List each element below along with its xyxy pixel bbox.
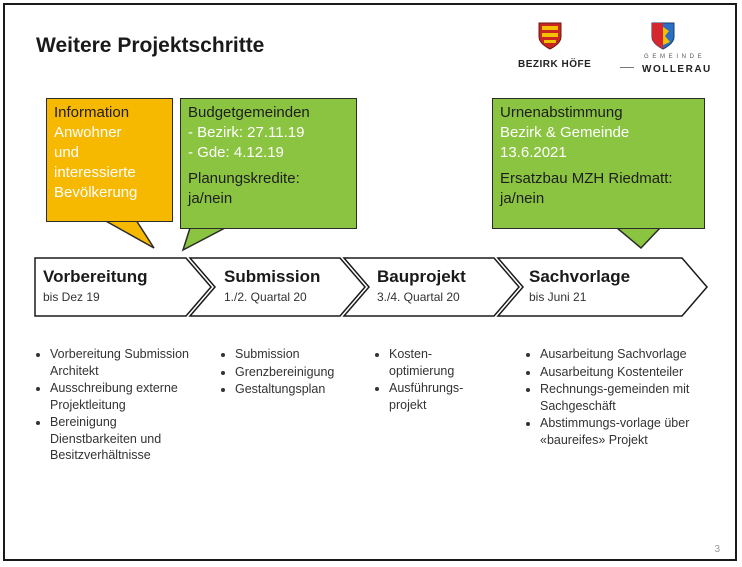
bezirk-hoefe-label: BEZIRK HÖFE <box>518 59 592 70</box>
slide-title: Weitere Projektschritte <box>36 34 265 57</box>
urne-callout-line: Bezirk & Gemeinde <box>500 124 630 141</box>
list-item: Bereinigung Dienstbarkeiten und Besitzve… <box>50 414 202 464</box>
info-callout-line: interessierte <box>54 164 136 181</box>
chevron-bauprojekt <box>342 257 520 317</box>
wollerau-crest-icon <box>651 22 675 50</box>
list-item: Kosten-optimierung <box>389 346 489 379</box>
bullets-bauprojekt: Kosten-optimierung Ausführungs-projekt <box>375 346 489 414</box>
step-title: Sachvorlage <box>529 267 631 286</box>
info-callout-line: Bevölkerung <box>54 184 138 201</box>
step-submission: Submission 1./2. Quartal 20 <box>224 267 320 304</box>
step-title: Vorbereitung <box>43 267 148 286</box>
step-subtitle: bis Juni 21 <box>529 290 587 304</box>
info-callout-line: und <box>54 144 80 161</box>
urne-callout: Urnenabstimmung Bezirk & Gemeinde 13.6.2… <box>492 98 705 229</box>
step-vorbereitung: Vorbereitung bis Dez 19 <box>43 267 148 304</box>
budget-callout-line: - Bezirk: 27.11.19 <box>188 124 305 141</box>
chevron-sachvorlage <box>496 257 708 317</box>
wollerau-gemeinde-label: G E M E I N D E <box>644 54 703 60</box>
step-bauprojekt: Bauprojekt 3./4. Quartal 20 <box>377 267 466 304</box>
list-item: Vorbereitung Submission Architekt <box>50 346 202 379</box>
slide-frame <box>3 3 737 561</box>
urne-callout-line: ja/nein <box>500 190 545 207</box>
bullets-vorbereitung: Vorbereitung Submission Architekt Aussch… <box>36 346 202 465</box>
step-title: Bauprojekt <box>377 267 466 286</box>
list-item: Gestaltungsplan <box>235 381 381 398</box>
chevron-submission <box>188 257 366 317</box>
step-subtitle: 1./2. Quartal 20 <box>224 290 307 304</box>
budget-callout-title: Budgetgemeinden <box>188 104 310 121</box>
wollerau-name-label: WOLLERAU <box>642 64 712 75</box>
urne-callout-line: Ersatzbau MZH Riedmatt: <box>500 170 673 187</box>
urne-callout-line: 13.6.2021 <box>500 144 567 161</box>
logo-area: BEZIRK HÖFE G E M E I N D E WOLLERAU <box>518 22 728 82</box>
step-title: Submission <box>224 267 321 286</box>
list-item: Ausschreibung externe Projektleitung <box>50 380 202 413</box>
list-item: Ausführungs-projekt <box>389 380 489 413</box>
step-subtitle: bis Dez 19 <box>43 290 100 304</box>
bezirk-hoefe-crest-icon <box>538 22 562 50</box>
step-subtitle: 3./4. Quartal 20 <box>377 290 460 304</box>
bullets-submission: Submission Grenzbereinigung Gestaltungsp… <box>221 346 381 399</box>
info-callout: Information Anwohner und interessierte B… <box>46 98 173 222</box>
budget-callout-line: ja/nein <box>188 190 233 207</box>
list-item: Ausarbeitung Kostenteiler <box>540 364 700 381</box>
budget-callout-line: - Gde: 4.12.19 <box>188 144 284 161</box>
logo-divider <box>620 67 634 68</box>
chevron-vorbereitung <box>34 257 212 317</box>
budget-callout: Budgetgemeinden - Bezirk: 27.11.19 - Gde… <box>180 98 357 229</box>
list-item: Rechnungs-gemeinden mit Sachgeschäft <box>540 381 700 414</box>
list-item: Ausarbeitung Sachvorlage <box>540 346 700 363</box>
bullets-sachvorlage: Ausarbeitung Sachvorlage Ausarbeitung Ko… <box>526 346 700 449</box>
page-number: 3 <box>714 544 720 555</box>
budget-callout-line: Planungskredite: <box>188 170 300 187</box>
list-item: Submission <box>235 346 381 363</box>
list-item: Grenzbereinigung <box>235 364 381 381</box>
urne-callout-title: Urnenabstimmung <box>500 104 623 121</box>
info-callout-title: Information <box>54 104 130 121</box>
info-callout-line: Anwohner <box>54 124 122 141</box>
list-item: Abstimmungs-vorlage über «baureifes» Pro… <box>540 415 700 448</box>
step-sachvorlage: Sachvorlage bis Juni 21 <box>529 267 630 304</box>
